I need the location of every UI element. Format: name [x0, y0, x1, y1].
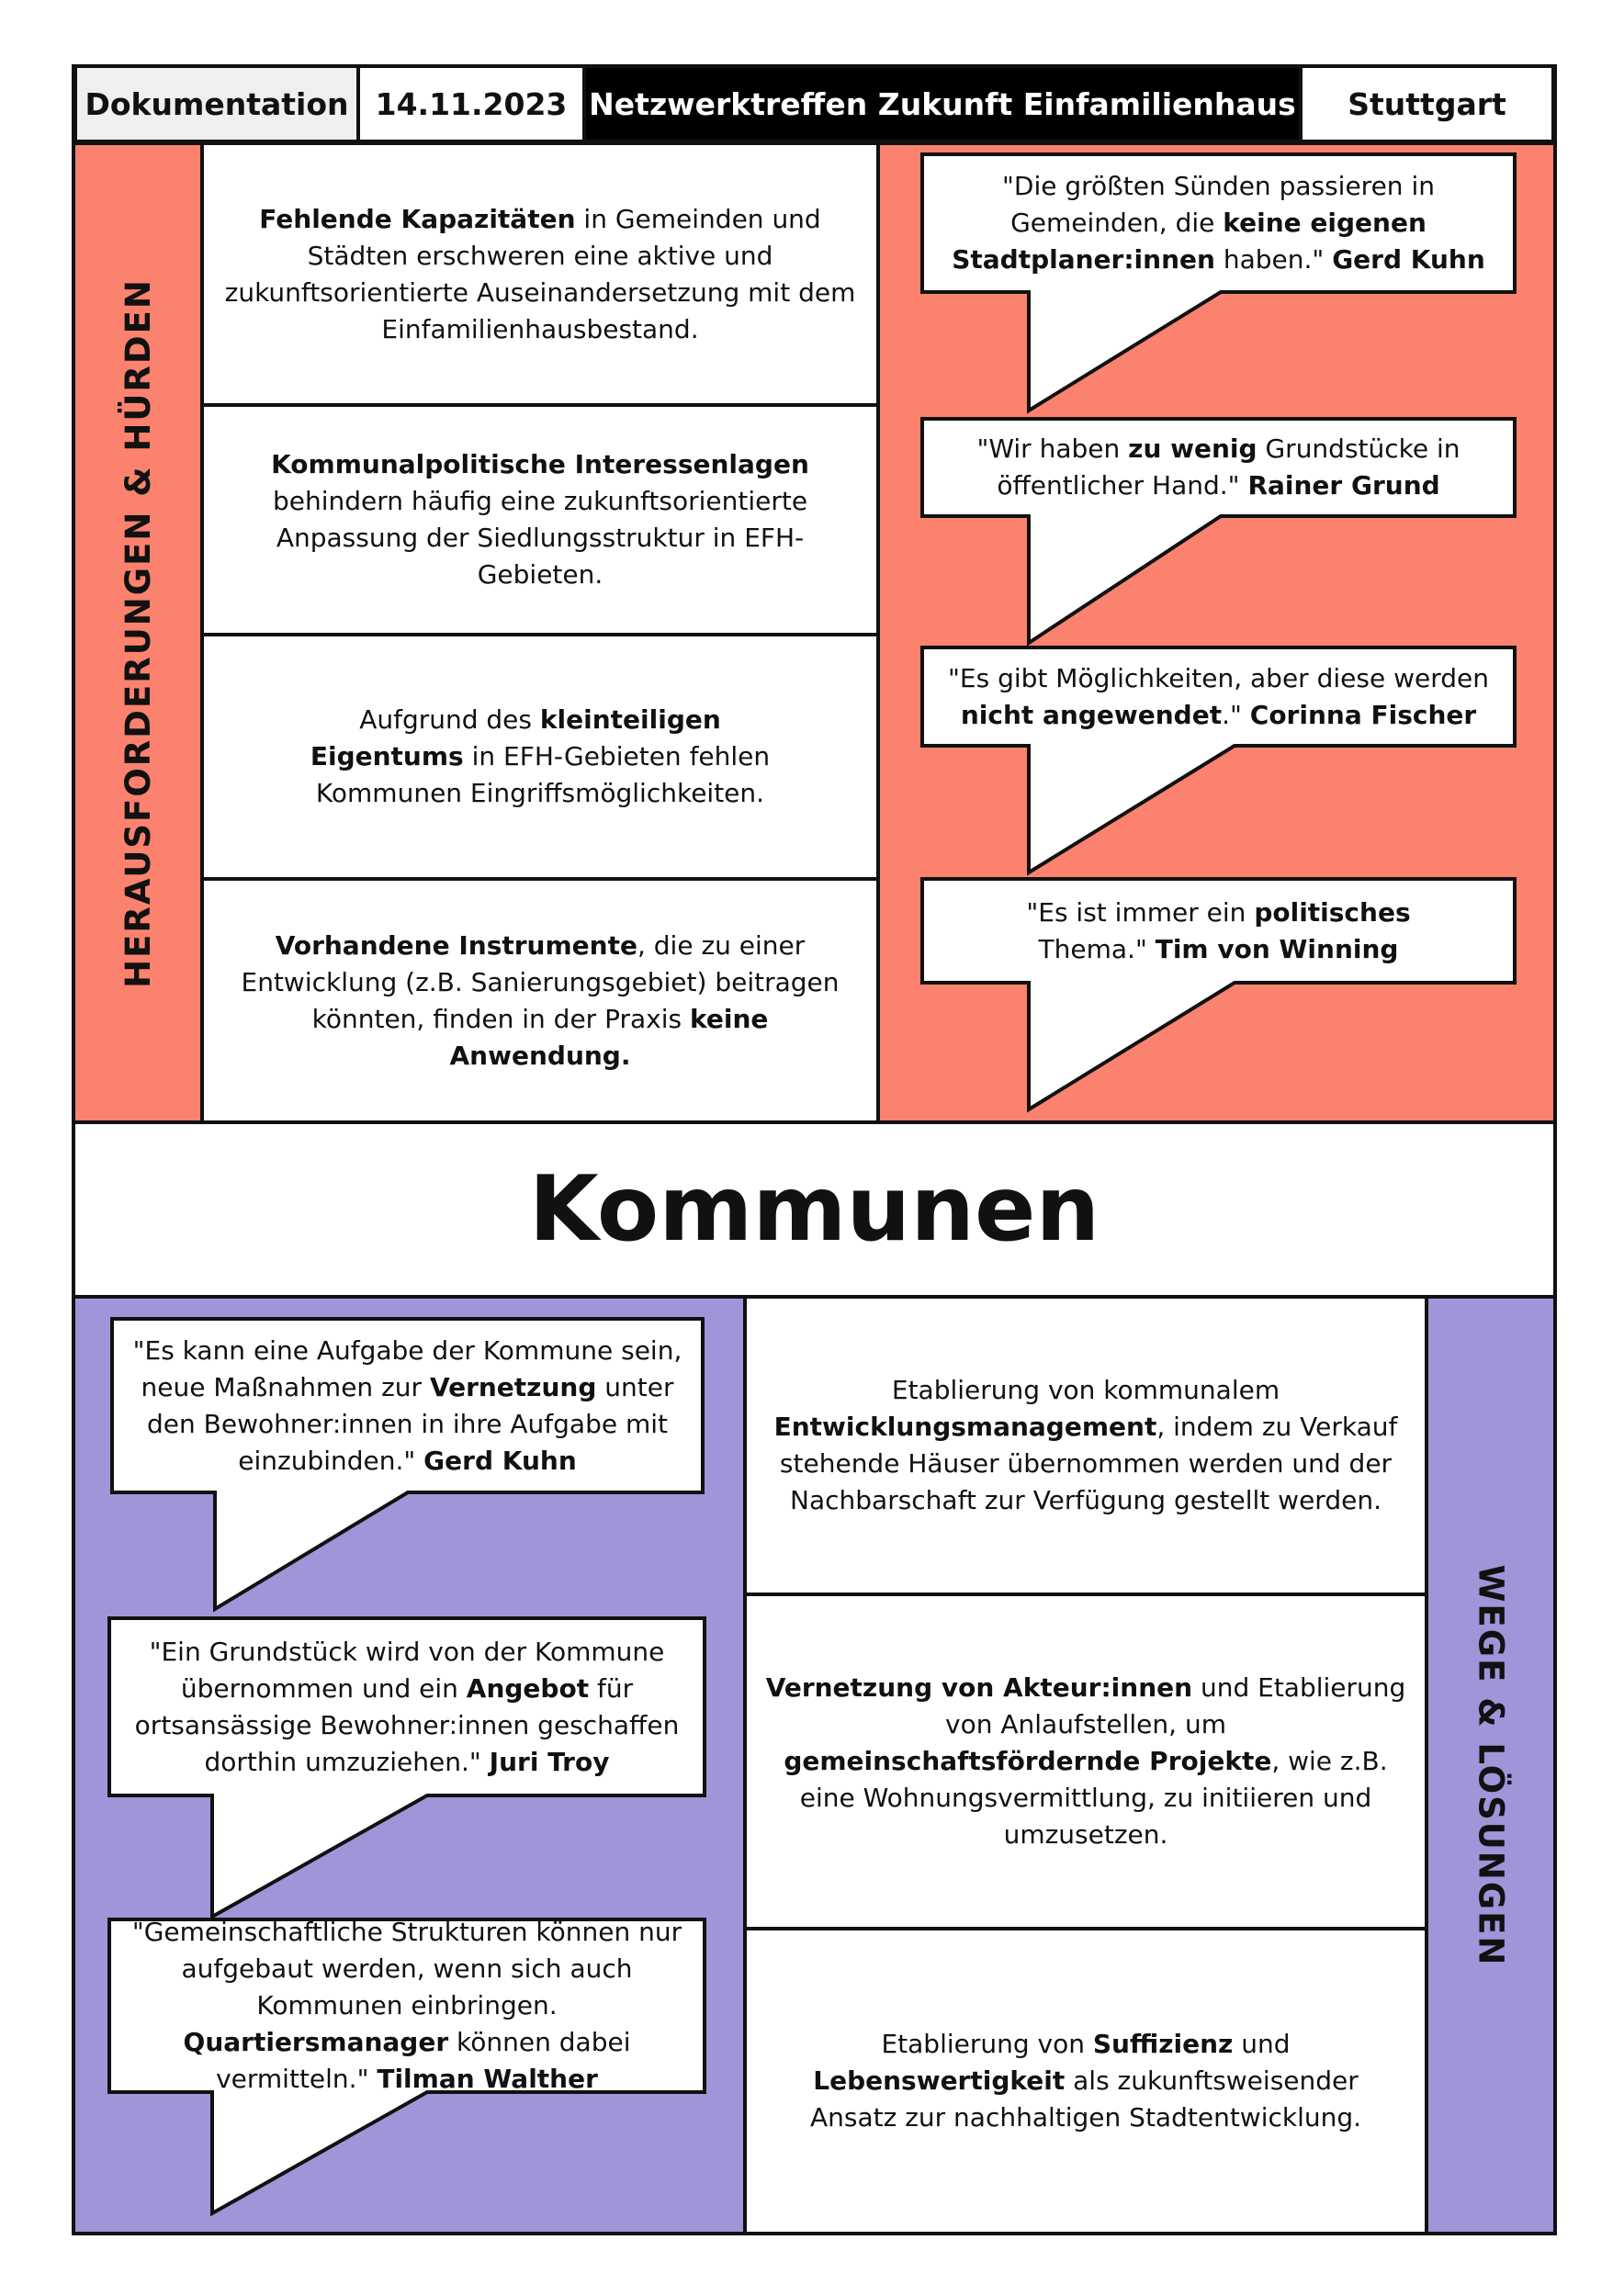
challenge-item-2: Kommunalpolitische Interessenlagen behin… — [202, 405, 878, 635]
quote-3: "Es gibt Möglichkeiten, aber diese werde… — [926, 651, 1511, 742]
solution-2-mid: und Etablierung von Anlaufstellen, um — [945, 1672, 1406, 1739]
solution-3-text: als zukunftsweisender Ansatz zur nachhal… — [809, 2065, 1362, 2133]
solution-3-bold2: Lebenswertigkeit — [813, 2065, 1066, 2096]
quote-2: "Wir haben zu wenig Grundstücke in öffen… — [926, 422, 1511, 512]
challenge-item-1: Fehlende Kapazitäten in Gemeinden und St… — [202, 143, 878, 405]
quote-5-c: unter den Bewohner:innen in ihre Aufgabe… — [146, 1371, 674, 1476]
quote-7: "Gemeinschaftliche Strukturen können nur… — [113, 1917, 701, 2094]
quote-4-a: "Es ist immer ein — [1026, 896, 1255, 928]
quote-4-b: politisches — [1254, 896, 1411, 928]
challenge-4-bold: Vorhandene Instrumente — [275, 929, 637, 961]
solution-item-2: Vernetzung von Akteur:innen und Etablier… — [745, 1594, 1427, 1929]
quote-5-author: Gerd Kuhn — [423, 1445, 577, 1476]
quote-3-b: nicht angewendet — [960, 699, 1223, 730]
quote-7-author: Tilman Walther — [377, 2064, 598, 2094]
city-label: Stuttgart — [1299, 64, 1555, 143]
challenge-2-bold: Kommunalpolitische Interessenlagen — [271, 449, 809, 479]
quote-4-author: Tim von Winning — [1155, 933, 1399, 964]
quote-1: "Die größten Sünden passieren in Gemeind… — [926, 158, 1511, 288]
solution-1-bold: Entwicklungsmanagement — [773, 1412, 1157, 1442]
quote-6: "Ein Grundstück wird von der Kommune übe… — [113, 1622, 701, 1792]
quote-5: "Es kann eine Aufgabe der Kommune sein, … — [116, 1322, 699, 1489]
quote-3-c: ." — [1222, 699, 1250, 730]
challenge-1-bold: Fehlende Kapazitäten — [259, 203, 576, 234]
quote-bubble-3 — [920, 646, 1517, 876]
quote-3-author: Corinna Fischer — [1249, 699, 1477, 730]
quote-bubble-6 — [107, 1616, 706, 1920]
solutions-sidebar-bg — [1427, 1297, 1555, 2234]
quote-1-c: haben." — [1214, 244, 1333, 275]
solution-3-pre: Etablierung von — [881, 2029, 1093, 2059]
doc-label: Dokumentation — [73, 64, 360, 143]
quote-bubble-7 — [107, 1918, 706, 2217]
challenge-item-3: Aufgrund des kleinteiligen Eigentums in … — [202, 635, 878, 879]
solution-item-1: Etablierung von kommunalem Entwicklungsm… — [745, 1297, 1427, 1594]
solution-1-text: , indem zu Verkauf stehende Häuser übern… — [779, 1412, 1398, 1515]
solution-2-text: , wie z.B. eine Wohnungsvermittlung, zu … — [799, 1746, 1388, 1850]
outer-frame — [72, 64, 1557, 2235]
city-text: Stuttgart — [1348, 85, 1506, 122]
challenge-4-mid: , die zu einer Entwicklung (z.B. Sanieru… — [241, 929, 840, 1034]
quote-3-a: "Es gibt Möglichkeiten, aber diese werde… — [948, 662, 1489, 693]
quote-2-author: Rainer Grund — [1247, 470, 1440, 501]
quote-7-a: "Gemeinschaftliche Strukturen können nur… — [131, 1917, 682, 2020]
challenges-sidebar-bg — [73, 143, 202, 1122]
date-text: 14.11.2023 — [375, 85, 568, 122]
quote-1-a: "Die größten Sünden passieren in Gemeind… — [1002, 171, 1435, 238]
quote-bubble-4 — [920, 877, 1517, 1113]
solution-2-bold: Vernetzung von Akteur:innen — [765, 1672, 1193, 1703]
quote-6-author: Juri Troy — [489, 1746, 610, 1777]
quote-1-b: keine eigenen Stadtplaner:innen — [952, 208, 1427, 275]
quote-4: "Es ist immer ein politisches Thema." Ti… — [926, 883, 1511, 979]
quote-7-c: können dabei vermitteln." — [216, 2027, 631, 2094]
event-title-text: Netzwerktreffen Zukunft Einfamilienhaus — [589, 85, 1296, 122]
quote-7-b: Quartiersmanager — [183, 2027, 449, 2057]
challenge-3-text: in EFH-Gebieten fehlen Kommunen Eingriff… — [315, 741, 771, 808]
challenge-3-bold: kleinteiligen Eigentums — [310, 704, 721, 771]
quote-2-a: "Wir haben — [976, 433, 1129, 464]
solution-1-pre: Etablierung von kommunalem — [891, 1375, 1280, 1405]
quote-bubble-1 — [920, 152, 1517, 414]
doc-label-text: Dokumentation — [85, 85, 349, 122]
quote-bubble-5 — [110, 1317, 705, 1613]
center-title: Kommunen — [528, 1157, 1100, 1262]
solution-3-bold: Suffizienz — [1092, 2029, 1234, 2059]
challenge-item-4: Vorhandene Instrumente, die zu einer Ent… — [202, 879, 878, 1122]
challenge-3-pre: Aufgrund des — [359, 704, 540, 735]
quote-5-a: "Es kann eine Aufgabe der Kommune sein, … — [132, 1334, 682, 1402]
quote-2-b: zu wenig — [1128, 433, 1257, 464]
challenge-2-text: behindern häufig eine zukunftsorientiert… — [272, 486, 808, 590]
quote-6-c: für ortsansässige Bewohner:innen geschaf… — [134, 1672, 680, 1777]
challenge-1-text: in Gemeinden und Städten erschweren eine… — [224, 203, 856, 344]
quote-6-a: "Ein Grundstück wird von der Kommune übe… — [149, 1636, 665, 1704]
challenge-4-bold2: keine Anwendung. — [449, 1003, 769, 1071]
quote-6-b: Angebot — [466, 1672, 590, 1704]
solution-item-3: Etablierung von Suffizienz und Lebenswer… — [745, 1929, 1427, 2234]
solution-3-mid: und — [1233, 2029, 1291, 2059]
quote-5-b: Vernetzung — [429, 1371, 597, 1402]
solution-2-bold2: gemeinschaftsfördernde Projekte — [784, 1746, 1272, 1776]
quote-4-c: Thema." — [1038, 933, 1156, 964]
quote-bubble-2 — [920, 417, 1517, 647]
center-title-box: Kommunen — [73, 1122, 1555, 1297]
quote-1-author: Gerd Kuhn — [1332, 244, 1485, 275]
quote-2-c: Grundstücke in öffentlicher Hand." — [997, 433, 1460, 501]
